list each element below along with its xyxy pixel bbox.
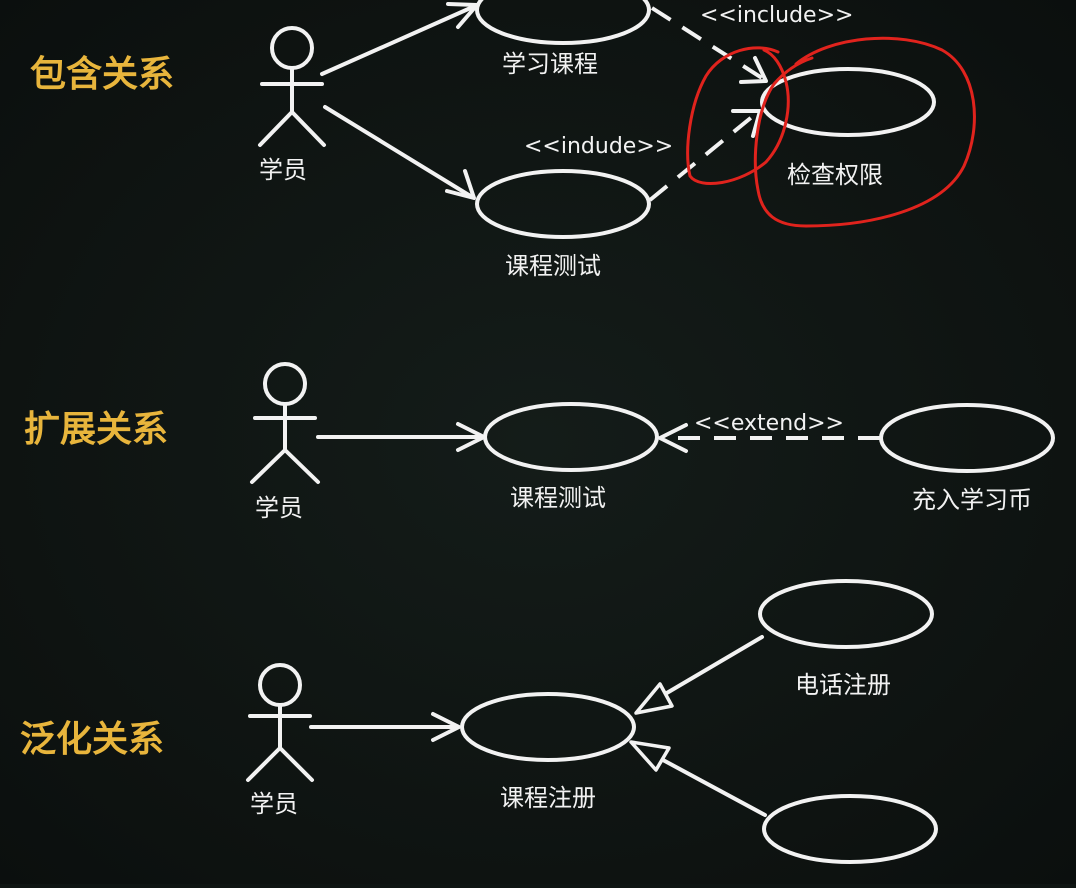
use-case-course-test-ext — [483, 402, 659, 472]
use-case-course-test — [475, 169, 651, 239]
include-section-title: 包含关系 — [30, 54, 174, 95]
association-arrow-generalize-actor — [309, 712, 461, 742]
include-dependency-2 — [648, 109, 762, 202]
use-case-course-test-ext-label: 课程测试 — [510, 484, 606, 512]
include-actor-label: 学员 — [259, 156, 307, 184]
extend-actor-icon — [250, 362, 320, 484]
include-stereotype-2: <<indude>> — [524, 134, 673, 159]
use-case-course-registration-label: 课程注册 — [500, 784, 596, 812]
red-annotation-circle-small — [686, 46, 790, 185]
include-stereotype-1: <<include>> — [700, 3, 853, 28]
red-annotation-circle-large — [753, 36, 976, 228]
include-actor-icon — [258, 26, 326, 147]
association-arrow-extend-actor — [316, 422, 486, 452]
generalize-actor-icon — [246, 663, 314, 782]
generalization-arrow-phone — [634, 635, 764, 715]
use-case-study-course — [475, 0, 651, 45]
use-case-course-test-label: 课程测试 — [505, 252, 601, 280]
use-case-phone-registration — [758, 579, 934, 649]
extend-section-title: 扩展关系 — [24, 409, 168, 450]
include-dependency-1 — [650, 6, 768, 84]
use-case-course-registration — [460, 692, 636, 762]
use-case-check-permission — [760, 67, 936, 137]
use-case-top-up-coins — [879, 403, 1055, 473]
extend-actor-label: 学员 — [255, 494, 303, 522]
generalize-actor-label: 学员 — [250, 790, 298, 818]
extend-dependency — [658, 423, 880, 453]
association-arrow-study — [320, 2, 479, 76]
use-case-check-permission-label: 检查权限 — [787, 161, 883, 189]
association-arrow-test — [323, 105, 476, 200]
use-case-phone-registration-label: 电话注册 — [795, 671, 891, 699]
use-case-study-course-label: 学习课程 — [502, 50, 598, 78]
generalize-section-title: 泛化关系 — [20, 719, 164, 760]
use-case-top-up-coins-label: 充入学习币 — [912, 486, 1032, 514]
use-case-other-registration — [762, 794, 938, 864]
extend-stereotype: <<extend>> — [694, 411, 844, 436]
generalization-arrow-other — [629, 740, 767, 817]
